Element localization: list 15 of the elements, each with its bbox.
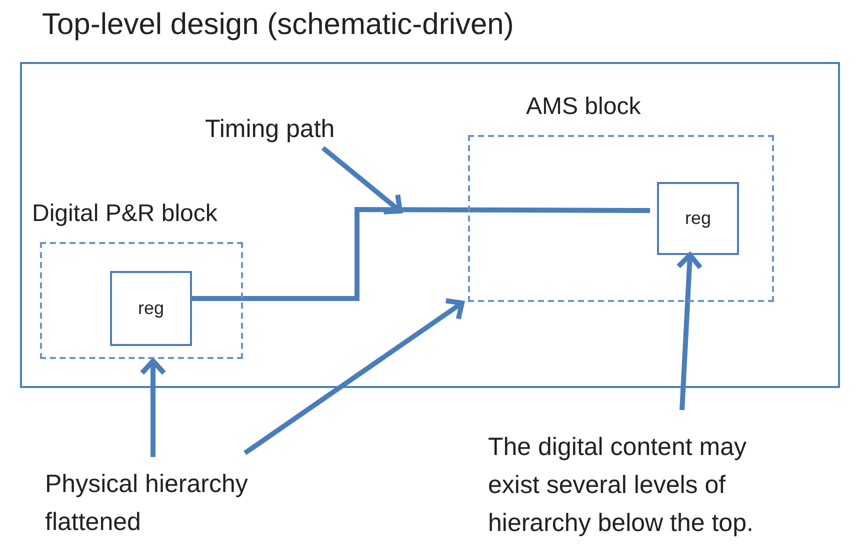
callout-text: Physical hierarchy flattened	[45, 469, 249, 538]
frame-heading: Top-level design (schematic-driven)	[42, 8, 514, 42]
callout-text: The digital content may exist several levels of hierarchy below the top.	[488, 432, 754, 539]
arrow	[244, 298, 464, 456]
arrow	[140, 358, 166, 457]
block-heading: AMS block	[526, 93, 641, 121]
timing-path-line	[190, 207, 650, 301]
arrow	[676, 252, 703, 410]
callout-text: Timing path	[205, 114, 336, 145]
block-heading: Digital P&R block	[32, 200, 218, 228]
leader-arrow	[321, 146, 402, 214]
register-label: reg	[138, 298, 164, 319]
register-box	[110, 271, 192, 346]
register-box	[657, 182, 739, 255]
register-label: reg	[684, 208, 711, 229]
